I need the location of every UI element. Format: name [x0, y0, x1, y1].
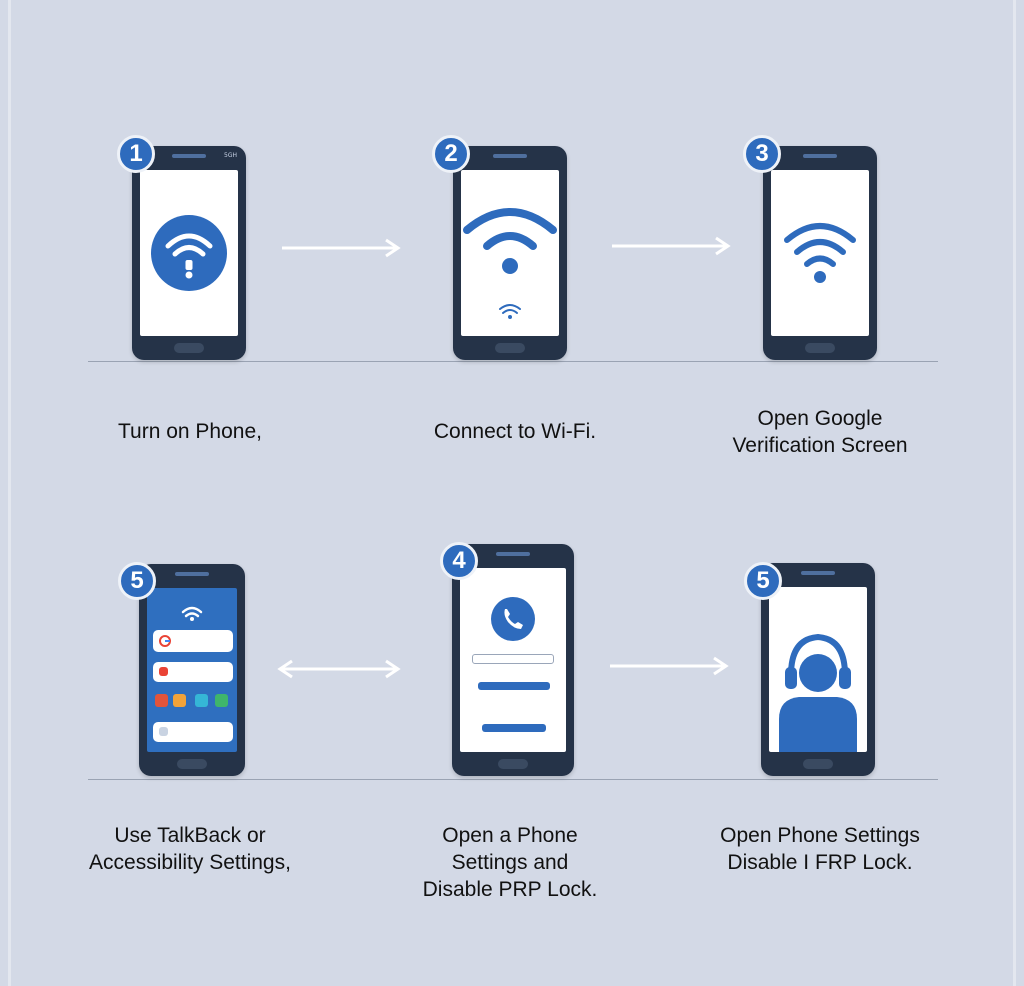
talkback-card[interactable]	[153, 722, 233, 742]
step-1-badge: 1	[117, 135, 155, 173]
phone-input-field[interactable]	[472, 654, 554, 664]
google-account-card[interactable]	[153, 630, 233, 652]
wifi-icon	[151, 215, 227, 291]
accessibility-card[interactable]	[153, 662, 233, 682]
phone-speaker	[803, 154, 837, 158]
phone-speaker	[172, 154, 206, 158]
step-1-screen	[140, 170, 238, 336]
step-5-screen	[460, 568, 566, 752]
app-icon-green[interactable]	[215, 694, 228, 707]
step-2-phone	[453, 146, 567, 360]
wifi-icon	[463, 208, 557, 319]
step-6-label: Open Phone Settings Disable I FRP Lock.	[720, 824, 920, 874]
step-3-screen	[771, 170, 869, 336]
step-4-badge: 5	[118, 562, 156, 600]
home-button	[495, 343, 525, 353]
app-icon-red[interactable]	[155, 694, 168, 707]
step-3-label: Open Google Verification Screen	[732, 407, 908, 457]
step-4-screen	[147, 588, 237, 752]
user-icon	[159, 727, 168, 736]
home-button	[803, 759, 833, 769]
arrow-right-icon	[610, 656, 729, 676]
phone-speaker	[496, 552, 530, 556]
app-icon-cyan[interactable]	[195, 694, 208, 707]
wifi-icon	[181, 606, 203, 621]
home-button	[805, 343, 835, 353]
headset-user-icon	[779, 633, 857, 752]
wifi-icon	[784, 223, 856, 283]
step-5-label: Open a Phone Settings and Disable PRP Lo…	[422, 824, 598, 901]
submit-button[interactable]	[478, 682, 550, 690]
step-5-badge: 4	[440, 542, 478, 580]
phone-speaker	[801, 571, 835, 575]
phone-speaker	[493, 154, 527, 158]
frame-right-line	[1013, 0, 1016, 986]
step-6-screen	[769, 587, 867, 752]
frame-left-line	[8, 0, 11, 986]
continue-button[interactable]	[482, 724, 546, 732]
phone-call-icon	[491, 597, 535, 641]
step-3-phone	[763, 146, 877, 360]
step-2-label: Connect to Wi-Fi.	[433, 420, 597, 443]
step-1-phone: 5GH	[132, 146, 246, 360]
home-button	[174, 343, 204, 353]
step-6-badge: 5	[744, 562, 782, 600]
status-text: 5GH	[224, 152, 237, 159]
home-button	[498, 759, 528, 769]
step-4-label: Use TalkBack or Accessibility Settings,	[89, 824, 291, 874]
step-4-phone	[139, 564, 245, 776]
step-1-label: Turn on Phone,	[118, 420, 262, 443]
step-3-badge: 3	[743, 135, 781, 173]
arrow-both-icon	[277, 659, 401, 679]
row-divider-bottom	[88, 779, 938, 780]
step-2-badge: 2	[432, 135, 470, 173]
row-divider-top	[88, 361, 938, 362]
step-5-phone	[452, 544, 574, 776]
step-6-phone	[761, 563, 875, 776]
arrow-right-icon	[282, 238, 401, 258]
phone-speaker	[175, 572, 209, 576]
app-icon-orange[interactable]	[173, 694, 186, 707]
home-button	[177, 759, 207, 769]
google-icon	[159, 635, 171, 647]
step-2-screen	[461, 170, 559, 336]
arrow-right-icon	[612, 236, 731, 256]
app-icon	[159, 667, 168, 676]
